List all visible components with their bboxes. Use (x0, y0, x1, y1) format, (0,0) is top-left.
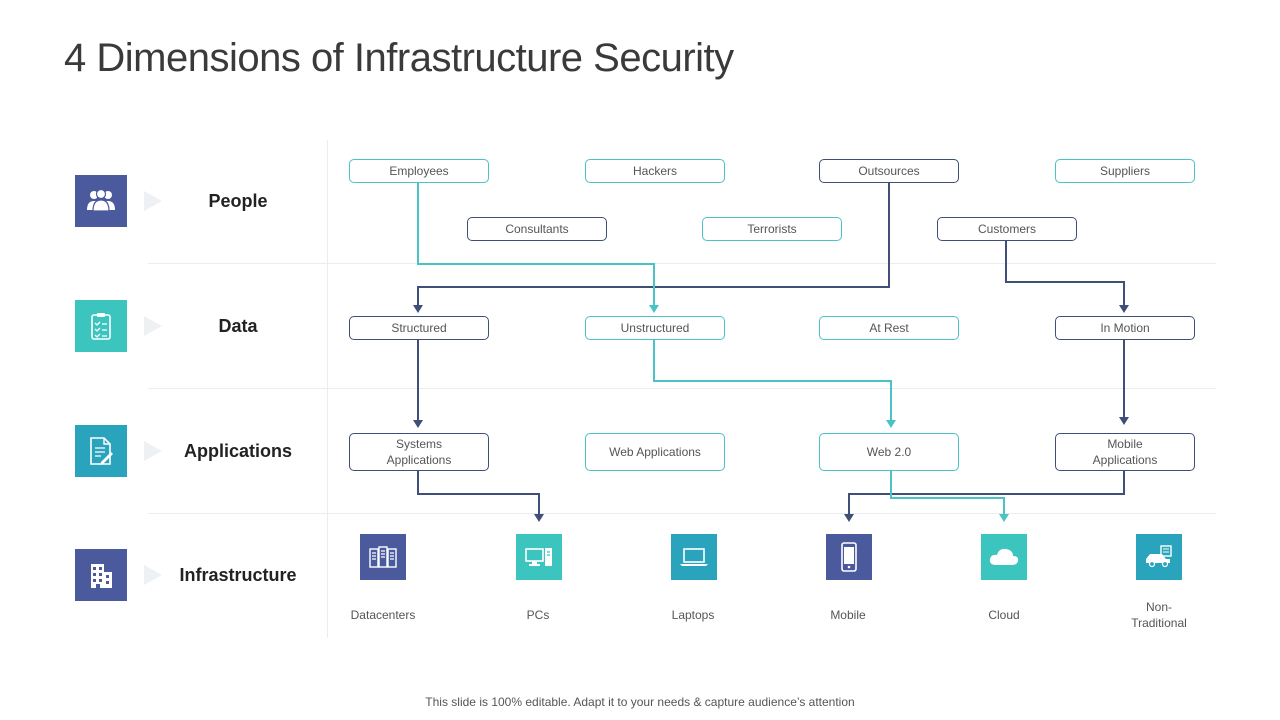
infra-label-mobile: Mobile (830, 608, 866, 622)
connector-systems-pcs (417, 471, 540, 515)
node-systems-applications: Systems Applications (349, 433, 489, 471)
row-divider (148, 513, 1216, 514)
node-outsources: Outsources (819, 159, 959, 183)
cloud-icon (981, 534, 1027, 580)
page-title: 4 Dimensions of Infrastructure Security (64, 36, 734, 80)
server-icon (360, 534, 406, 580)
connector-customers-inmotion (1005, 241, 1125, 306)
infra-label-non-traditional: Non- Traditional (1131, 600, 1187, 630)
row-arrow (144, 565, 162, 585)
document-icon (75, 425, 127, 477)
node-terrorists: Terrorists (702, 217, 842, 241)
infra-label-pcs: PCs (526, 608, 550, 622)
node-suppliers: Suppliers (1055, 159, 1195, 183)
desktop-pc-icon (516, 534, 562, 580)
laptop-icon (671, 534, 717, 580)
connector-web20-cloud (890, 471, 1005, 515)
row-arrow (144, 191, 162, 211)
node-unstructured: Unstructured (585, 316, 725, 340)
row-divider (148, 388, 1216, 389)
connector-employees-unstructured (417, 182, 655, 306)
row-label-people: People (208, 191, 268, 211)
node-web-applications: Web Applications (585, 433, 725, 471)
vehicle-icon (1136, 534, 1182, 580)
node-customers: Customers (937, 217, 1077, 241)
connector-mobileapps-mobile (848, 471, 1125, 515)
clipboard-icon (75, 300, 127, 352)
node-employees: Employees (349, 159, 489, 183)
row-arrow (144, 441, 162, 461)
node-hackers: Hackers (585, 159, 725, 183)
infra-label-datacenters: Datacenters (350, 608, 416, 622)
smartphone-icon (826, 534, 872, 580)
infra-label-cloud: Cloud (988, 608, 1020, 622)
node-at-rest: At Rest (819, 316, 959, 340)
column-divider (327, 140, 328, 638)
connector-unstructured-web20 (653, 339, 892, 421)
row-label-data: Data (218, 316, 258, 336)
building-icon (75, 549, 127, 601)
people-icon (75, 175, 127, 227)
node-consultants: Consultants (467, 217, 607, 241)
node-in-motion: In Motion (1055, 316, 1195, 340)
footer-note: This slide is 100% editable. Adapt it to… (425, 695, 855, 709)
node-web-2-0: Web 2.0 (819, 433, 959, 471)
row-arrow (144, 316, 162, 336)
node-structured: Structured (349, 316, 489, 340)
node-mobile-applications: Mobile Applications (1055, 433, 1195, 471)
row-divider (148, 263, 1216, 264)
row-label-infrastructure: Infrastructure (179, 565, 297, 585)
infra-label-laptops: Laptops (671, 608, 715, 622)
row-label-applications: Applications (183, 441, 292, 461)
